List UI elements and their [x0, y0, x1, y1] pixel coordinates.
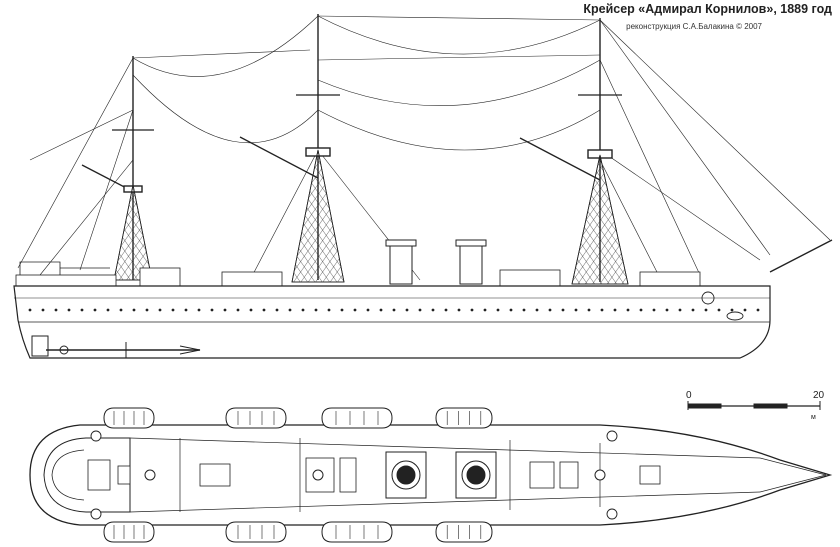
porthole [327, 308, 331, 312]
porthole [730, 308, 734, 312]
porthole [678, 308, 682, 312]
funnel-tops [385, 451, 497, 499]
porthole [132, 308, 136, 312]
porthole [444, 308, 448, 312]
porthole [431, 308, 435, 312]
porthole [366, 308, 370, 312]
funnels [385, 239, 487, 285]
porthole [236, 308, 240, 312]
anchor-hawse [726, 311, 744, 321]
shrouds [113, 149, 629, 285]
porthole [210, 308, 214, 312]
porthole [457, 308, 461, 312]
porthole [340, 308, 344, 312]
deck-plan [29, 407, 833, 543]
porthole [652, 308, 656, 312]
lifeboats-port [103, 407, 493, 429]
porthole [197, 308, 201, 312]
porthole [704, 308, 708, 312]
porthole [613, 308, 617, 312]
lifeboat [225, 407, 287, 429]
lifeboat [321, 407, 393, 429]
porthole [262, 308, 266, 312]
porthole [353, 308, 357, 312]
lifeboat [103, 521, 155, 543]
porthole [379, 308, 383, 312]
porthole [275, 308, 279, 312]
porthole [80, 308, 84, 312]
porthole [535, 308, 539, 312]
porthole [522, 308, 526, 312]
mast-steps [144, 469, 606, 481]
porthole [587, 308, 591, 312]
scale-bar [687, 401, 821, 410]
bowsprit [769, 239, 833, 273]
porthole [223, 308, 227, 312]
anchor [701, 291, 715, 305]
rigging [17, 15, 831, 281]
lifeboat [435, 407, 493, 429]
porthole [93, 308, 97, 312]
porthole [106, 308, 110, 312]
lifeboat [103, 407, 155, 429]
porthole [145, 308, 149, 312]
porthole [574, 308, 578, 312]
portholes [28, 308, 760, 312]
porthole [405, 308, 409, 312]
porthole [301, 308, 305, 312]
deck-outline [29, 424, 833, 526]
scale-start-label: 0 [686, 390, 692, 401]
porthole [483, 308, 487, 312]
porthole [470, 308, 474, 312]
gun-positions [90, 430, 618, 520]
porthole [717, 308, 721, 312]
porthole [639, 308, 643, 312]
porthole [67, 308, 71, 312]
porthole [561, 308, 565, 312]
porthole [249, 308, 253, 312]
scale-end-label: 20 [813, 390, 825, 401]
propeller-shaft [31, 335, 201, 358]
drawing-title: Крейсер «Адмирал Корнилов», 1889 год [583, 2, 832, 16]
lifeboat [321, 521, 393, 543]
porthole [28, 308, 32, 312]
porthole [158, 308, 162, 312]
deck-hatches [87, 457, 661, 493]
porthole [743, 308, 747, 312]
porthole [626, 308, 630, 312]
porthole [314, 308, 318, 312]
lifeboat [225, 521, 287, 543]
porthole [600, 308, 604, 312]
porthole [41, 308, 45, 312]
scale-unit-label: м [811, 414, 816, 421]
porthole [392, 308, 396, 312]
lifeboats-starboard [103, 521, 493, 543]
porthole [496, 308, 500, 312]
porthole [119, 308, 123, 312]
side-profile [13, 14, 833, 359]
porthole [756, 308, 760, 312]
porthole [509, 308, 513, 312]
porthole [288, 308, 292, 312]
yards [81, 94, 622, 193]
porthole [171, 308, 175, 312]
porthole [665, 308, 669, 312]
drawing-credit: реконструкция С.А.Балакина © 2007 [626, 22, 762, 31]
lifeboat [435, 521, 493, 543]
porthole [418, 308, 422, 312]
porthole [691, 308, 695, 312]
porthole [548, 308, 552, 312]
porthole [54, 308, 58, 312]
porthole [184, 308, 188, 312]
